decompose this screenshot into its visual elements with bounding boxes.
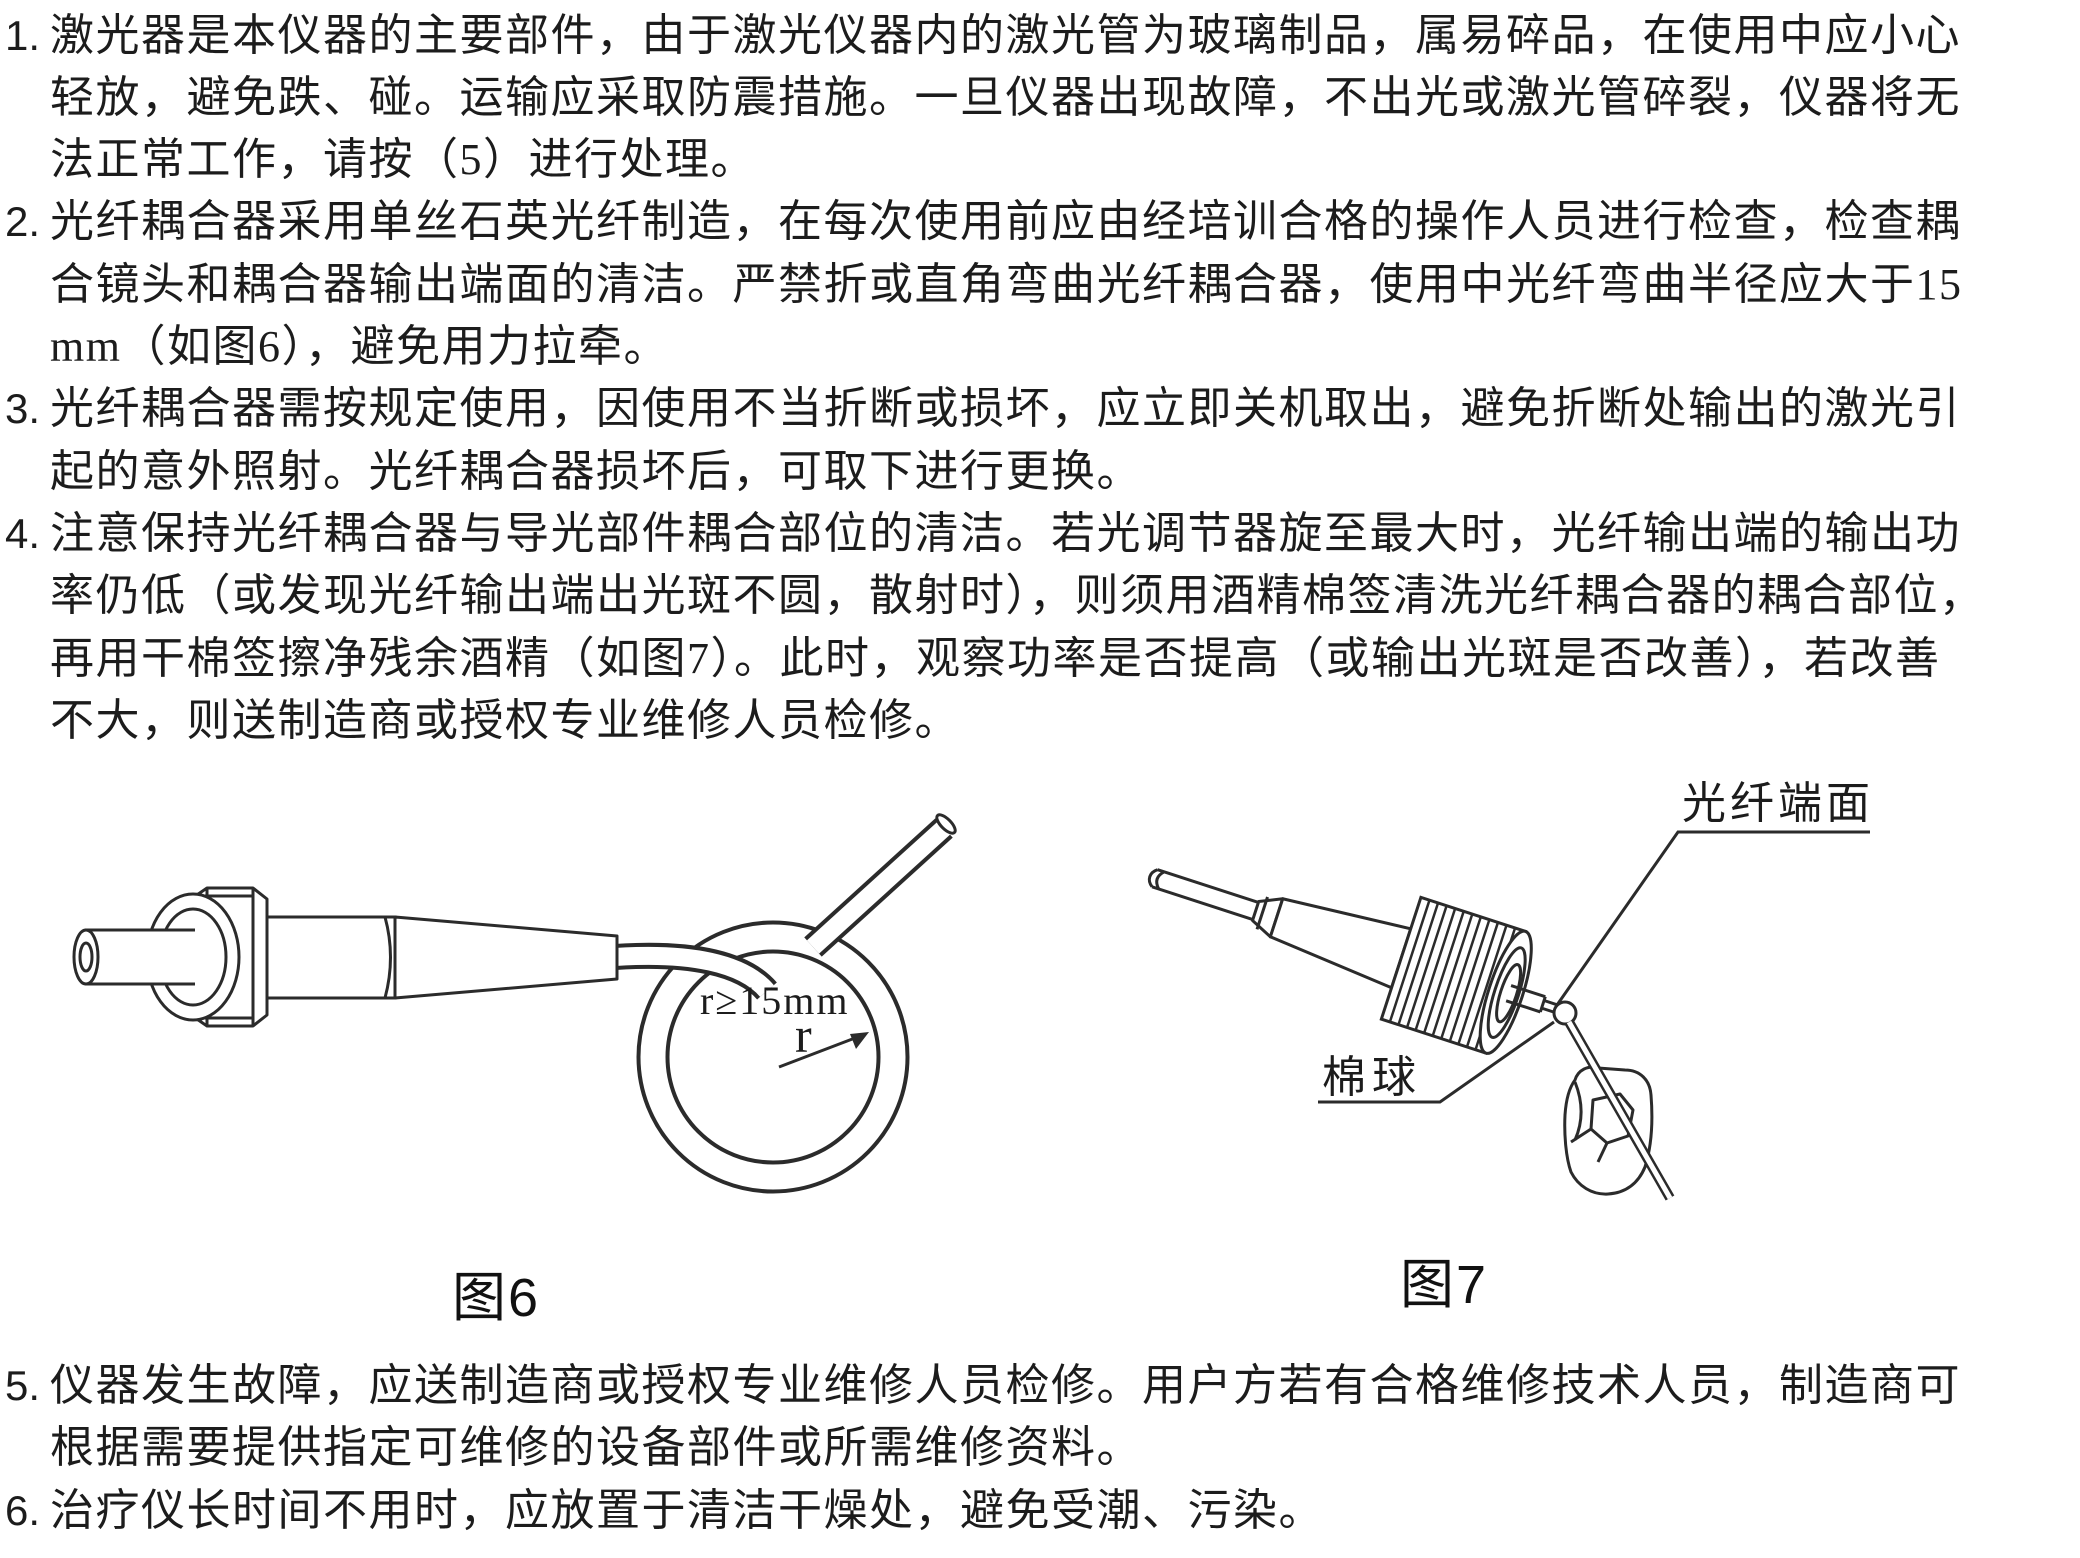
ferrule-bottom — [1505, 999, 1541, 1014]
item-6-line-1: 6.治疗仪长时间不用时，应放置于清洁干燥处，避免受潮、污染。 — [5, 1483, 1324, 1539]
figure6-lines — [72, 813, 957, 1194]
figure6-drawing: r≥15mm r — [72, 813, 957, 1194]
swab-stick-core — [1566, 1020, 1673, 1200]
item-1-line-3: 法正常工作，请按（5）进行处理。 — [50, 135, 756, 184]
item-2-line-2: 合镜头和耦合器输出端面的清洁。严禁折或直角弯曲光纤耦合器，使用中光纤弯曲半径应大… — [50, 260, 1963, 309]
item-3-line-1: 3.光纤耦合器需按规定使用，因使用不当折断或损坏，应立即关机取出，避免折断处输出… — [5, 381, 1961, 437]
radius-symbol-label: r — [795, 1007, 812, 1063]
coupler-body-seam — [383, 916, 392, 999]
fiber-entry-core — [614, 946, 774, 998]
item-4-line-4: 不大，则送制造商或授权专业维修人员检修。 — [50, 696, 960, 745]
item-1-line-1: 1.激光器是本仪器的主要部件，由于激光仪器内的激光管为玻璃制品，属易碎品，在使用… — [5, 8, 1961, 64]
radius-arrow-head — [850, 1032, 869, 1049]
fiber-exit-core — [806, 821, 951, 954]
figure7-drawing: 光纤端面 棉球 — [1147, 779, 1874, 1201]
item-4-line-3: 再用干棉签擦净残余酒精（如图7）。此时，观察功率是否提高（或输出光斑是否改善），… — [50, 634, 1941, 683]
item-2-number: 2. — [5, 198, 41, 245]
item-4-line-1: 4.注意保持光纤耦合器与导光部件耦合部位的清洁。若光调节器旋至最大时，光纤输出端… — [5, 506, 1961, 562]
radius-arrow-line — [778, 1036, 856, 1069]
fiber-end-leader — [1555, 830, 1870, 1006]
tip-tube-bore — [78, 941, 94, 973]
tip-tube-fill — [85, 930, 195, 984]
item-5-number: 5. — [5, 1362, 41, 1409]
cable-broken-end — [1147, 868, 1159, 888]
fiber-end-label: 光纤端面 — [1682, 779, 1874, 828]
finger-line-2 — [1596, 1142, 1609, 1163]
item-2-line-1: 2.光纤耦合器采用单丝石英光纤制造，在每次使用前应由经培训合格的操作人员进行检查… — [5, 194, 1961, 250]
cable-top — [1157, 868, 1259, 904]
cotton-ball-label: 棉球 — [1322, 1053, 1422, 1102]
coupler-body — [265, 915, 397, 1000]
figure7-caption: 图7 — [1400, 1255, 1489, 1315]
item-5-line-1: 5.仪器发生故障，应送制造商或授权专业维修人员检修。用户方若有合格维修技术人员，… — [5, 1358, 1961, 1414]
boot-body — [1268, 897, 1413, 990]
figure7-lines — [1147, 830, 1870, 1201]
item-2-line-3: mm（如图6），避免用力拉牵。 — [50, 322, 669, 371]
cotton-ball — [1552, 1000, 1578, 1026]
figure6-caption: 图6 — [452, 1268, 541, 1328]
cable-bottom — [1151, 885, 1254, 921]
item-3-line-2: 起的意外照射。光纤耦合器损坏后，可取下进行更换。 — [50, 447, 1142, 496]
finger-line-1 — [1570, 1127, 1592, 1144]
thumb-line — [1573, 1081, 1583, 1141]
nut-front-bore — [1495, 963, 1523, 1024]
cotton-ball-leader — [1318, 1020, 1555, 1104]
coupler-taper — [393, 915, 619, 1000]
item-6-number: 6. — [5, 1487, 41, 1534]
item-1-line-2: 轻放，避免跌、碰。运输应采取防震措施。一旦仪器出现故障，不出光或激光管碎裂，仪器… — [50, 73, 1961, 122]
cable-inner-break — [1155, 870, 1165, 890]
item-5-line-2: 根据需要提供指定可维修的设备部件或所需维修资料。 — [50, 1423, 1142, 1472]
boot-collar-edge — [1255, 896, 1269, 930]
bend-radius-note: r≥15mm — [700, 978, 850, 1023]
item-4-line-2: 率仍低（或发现光纤输出端出光斑不圆，散射时），则须用酒精棉签清洗光纤耦合器的耦合… — [50, 571, 1985, 620]
nut-front-rim — [1478, 929, 1533, 1055]
fiber-loop-core — [640, 924, 906, 1190]
ferrule-top — [1510, 984, 1546, 999]
nut-front-inner-ring — [1486, 946, 1527, 1039]
item-3-number: 3. — [5, 385, 41, 432]
item-4-number: 4. — [5, 510, 41, 557]
fiber-broken-end — [935, 813, 957, 835]
fiber-connector-group — [1147, 868, 1561, 1056]
item-1-number: 1. — [5, 12, 41, 59]
